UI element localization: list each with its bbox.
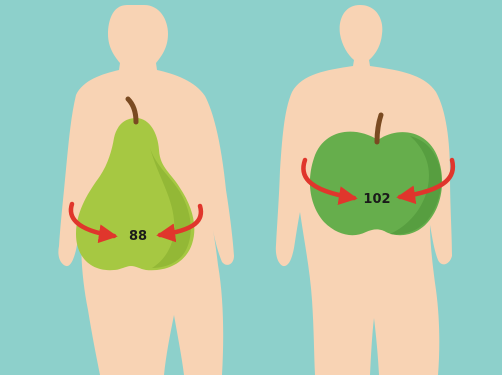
waist-measurement-label: 88 bbox=[129, 229, 147, 244]
waist-measurement-label: 102 bbox=[363, 192, 390, 207]
